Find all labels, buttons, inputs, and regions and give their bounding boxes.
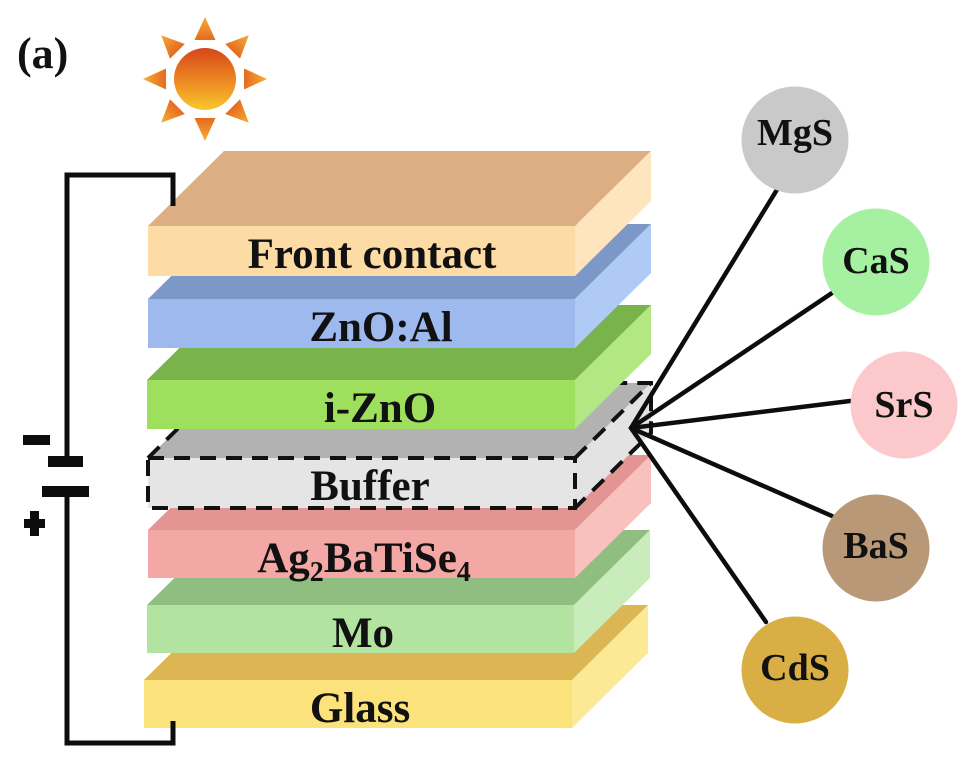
layer-front-contact: Front contact xyxy=(148,151,651,278)
option-label: SrS xyxy=(874,384,933,426)
layer-label: i-ZnO xyxy=(324,385,436,432)
layer-label-subscript: 2 xyxy=(310,557,324,588)
layer-stack: Glass Mo Ag2BaTiSe4 Buffer i-ZnO ZnO:Al Front … xyxy=(144,151,653,732)
layer-front-face xyxy=(148,299,575,348)
layer-label-part: BaTiSe xyxy=(324,535,457,582)
layer-side-face xyxy=(575,151,651,276)
layer-front-face xyxy=(147,380,575,429)
bottom-wire xyxy=(64,496,176,746)
layer-side-face xyxy=(575,305,651,429)
option-circle xyxy=(822,208,930,316)
plus-icon xyxy=(24,511,45,536)
top-wire xyxy=(64,172,176,457)
sun-ray xyxy=(194,118,216,141)
highlight-dashed-outline xyxy=(146,381,653,510)
battery-icon xyxy=(42,456,89,497)
connector-line xyxy=(628,398,853,431)
connector-line xyxy=(628,425,835,519)
sun-ray xyxy=(161,99,185,123)
layer-front-face xyxy=(148,226,575,276)
connector-line xyxy=(628,425,769,625)
sun-ray xyxy=(194,17,216,40)
layer-label: Front contact xyxy=(248,231,497,278)
option-label: CaS xyxy=(842,240,910,282)
layer-label: ZnO:Al xyxy=(309,304,452,351)
layer-label: Mo xyxy=(332,610,394,657)
sun-icon xyxy=(143,17,267,141)
layer-side-face xyxy=(575,383,651,508)
sun-ray xyxy=(225,35,249,59)
plus-icon-vertical xyxy=(30,511,39,536)
buffer-option-bas: BaS xyxy=(822,494,930,602)
buffer-material-options: MgS CaS SrS BaS CdS xyxy=(741,86,958,724)
option-circle xyxy=(850,351,958,459)
buffer-option-srs: SrS xyxy=(850,351,958,459)
layer-label-part: Ag xyxy=(257,535,310,582)
layer-label-subscript: 4 xyxy=(457,557,471,588)
sun-core xyxy=(174,48,236,110)
connector-line xyxy=(628,185,781,431)
external-circuit xyxy=(23,172,176,746)
option-circle xyxy=(822,494,930,602)
layer-side-face xyxy=(572,605,648,728)
negative-plate xyxy=(48,456,83,467)
buffer-option-cds: CdS xyxy=(741,616,849,724)
layer-side-face xyxy=(575,224,651,348)
layer-side-face xyxy=(575,455,651,578)
sun-ray xyxy=(244,68,267,90)
layer-front-face xyxy=(148,458,575,508)
sun-ray xyxy=(161,35,185,59)
option-label: BaS xyxy=(843,525,908,567)
layer-side-face xyxy=(574,530,650,653)
buffer-option-mgs: MgS xyxy=(741,86,849,194)
buffer-option-cas: CaS xyxy=(822,208,930,316)
layer-label: Ag2BaTiSe4 xyxy=(257,535,471,588)
layer-label: Buffer xyxy=(310,463,429,510)
layer-top-face xyxy=(148,151,651,226)
minus-icon xyxy=(23,435,50,445)
layer-label: Glass xyxy=(310,685,410,732)
layer-front-face xyxy=(148,530,575,578)
buffer-option-connectors xyxy=(628,185,853,625)
sun-ray xyxy=(225,99,249,123)
connector-line xyxy=(628,290,835,431)
sun-ray xyxy=(143,68,166,90)
layer-front-face xyxy=(147,605,574,653)
positive-plate xyxy=(42,486,89,497)
option-circle xyxy=(741,86,849,194)
option-label: MgS xyxy=(757,112,833,154)
option-label: CdS xyxy=(760,647,830,689)
layer-front-face xyxy=(144,680,572,728)
option-circle xyxy=(741,616,849,724)
panel-label: (a) xyxy=(17,29,68,78)
